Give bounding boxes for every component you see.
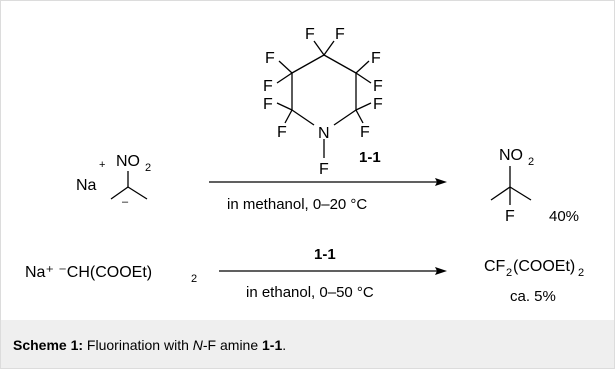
arrow-head [435, 178, 447, 186]
c-c-bond [490, 186, 511, 201]
cf-bond [355, 109, 364, 124]
ring-bond [291, 54, 325, 74]
reactant-nitronate: Na + NO 2 – [76, 153, 151, 208]
caption-compound: 1-1 [262, 337, 283, 353]
arrow-head [435, 267, 447, 275]
compound-label: 1-1 [359, 149, 381, 166]
ring-bond [291, 109, 315, 126]
reaction-scheme: F F F F F F F F F F N F 1-1 Na + NO 2 [1, 1, 614, 320]
malonate-anion: Na⁺ ⁻CH(COOEt) [25, 264, 152, 281]
fluorine-atom: F [319, 161, 329, 178]
cf-bond [355, 102, 372, 111]
product-fluoronitropropane: NO 2 F 40% [490, 147, 579, 225]
caption-prefix: Scheme 1: [13, 337, 84, 353]
caption-bar: Scheme 1: Fluorination with N-F amine 1-… [1, 320, 614, 368]
sodium-cation: Na [76, 177, 97, 194]
scheme-drawing: F F F F F F F F F F N F 1-1 Na + NO 2 [25, 26, 584, 305]
figure-caption: Scheme 1: Fluorination with N-F amine 1-… [13, 336, 286, 354]
fluorine-atom: F [265, 50, 275, 67]
subscript: 2 [191, 273, 197, 285]
fluorine-atom: F [263, 96, 273, 113]
reaction-conditions: in methanol, 0–20 °C [227, 196, 367, 213]
fluorine-atom: F [505, 208, 515, 225]
cf-bond [278, 60, 293, 74]
cf-bond [276, 102, 293, 111]
reaction-conditions: in ethanol, 0–50 °C [246, 284, 374, 301]
caption-italic: N [192, 337, 203, 353]
fluorine-atom: F [373, 78, 383, 95]
caption-text: . [282, 337, 287, 353]
subscript: 2 [578, 267, 584, 279]
plus-charge: + [99, 159, 105, 171]
reagent-label: 1-1 [314, 246, 336, 263]
ring-bond [333, 109, 357, 126]
caption-text: Fluorination with [83, 337, 193, 353]
cf-bond [323, 40, 335, 56]
fluorine-atom: F [371, 50, 381, 67]
cf-bond [313, 40, 325, 56]
ring-bond [323, 54, 357, 74]
product-formula-b: (COOEt) [513, 258, 575, 275]
reaction-arrow-2: 1-1 in ethanol, 0–50 °C [219, 246, 447, 301]
minus-charge: – [122, 196, 129, 208]
perfluoropiperidine-structure: F F F F F F F F F F N F 1-1 [263, 26, 383, 178]
cf-bond [355, 60, 370, 74]
product-difluoromalonate: CF 2 (COOEt) 2 ca. 5% [484, 258, 584, 305]
fluorine-atom: F [360, 124, 370, 141]
fluorine-atom: F [263, 78, 273, 95]
reaction-arrow-1: in methanol, 0–20 °C [209, 178, 447, 213]
fluorine-atom: F [335, 26, 345, 43]
fluorine-atom: F [305, 26, 315, 43]
cf-bond [284, 109, 293, 124]
fluorine-atom: F [373, 96, 383, 113]
c-c-bond [110, 186, 129, 200]
cf-bond [355, 72, 372, 84]
product-yield: ca. 5% [510, 288, 556, 305]
product-yield: 40% [549, 208, 579, 225]
cf-bond [276, 72, 293, 84]
fluorine-atom: F [277, 124, 287, 141]
product-formula-a: CF [484, 258, 506, 275]
subscript: 2 [528, 156, 534, 168]
caption-text: -F amine [202, 337, 263, 353]
nitrogen-atom: N [318, 125, 330, 142]
nitro-group: NO [116, 153, 140, 170]
subscript: 2 [145, 162, 151, 174]
nitro-group: NO [499, 147, 523, 164]
c-c-bond [509, 186, 532, 201]
subscript: 2 [506, 267, 512, 279]
reactant-malonate: Na⁺ ⁻CH(COOEt) 2 [25, 264, 197, 285]
c-c-bond [127, 186, 148, 200]
